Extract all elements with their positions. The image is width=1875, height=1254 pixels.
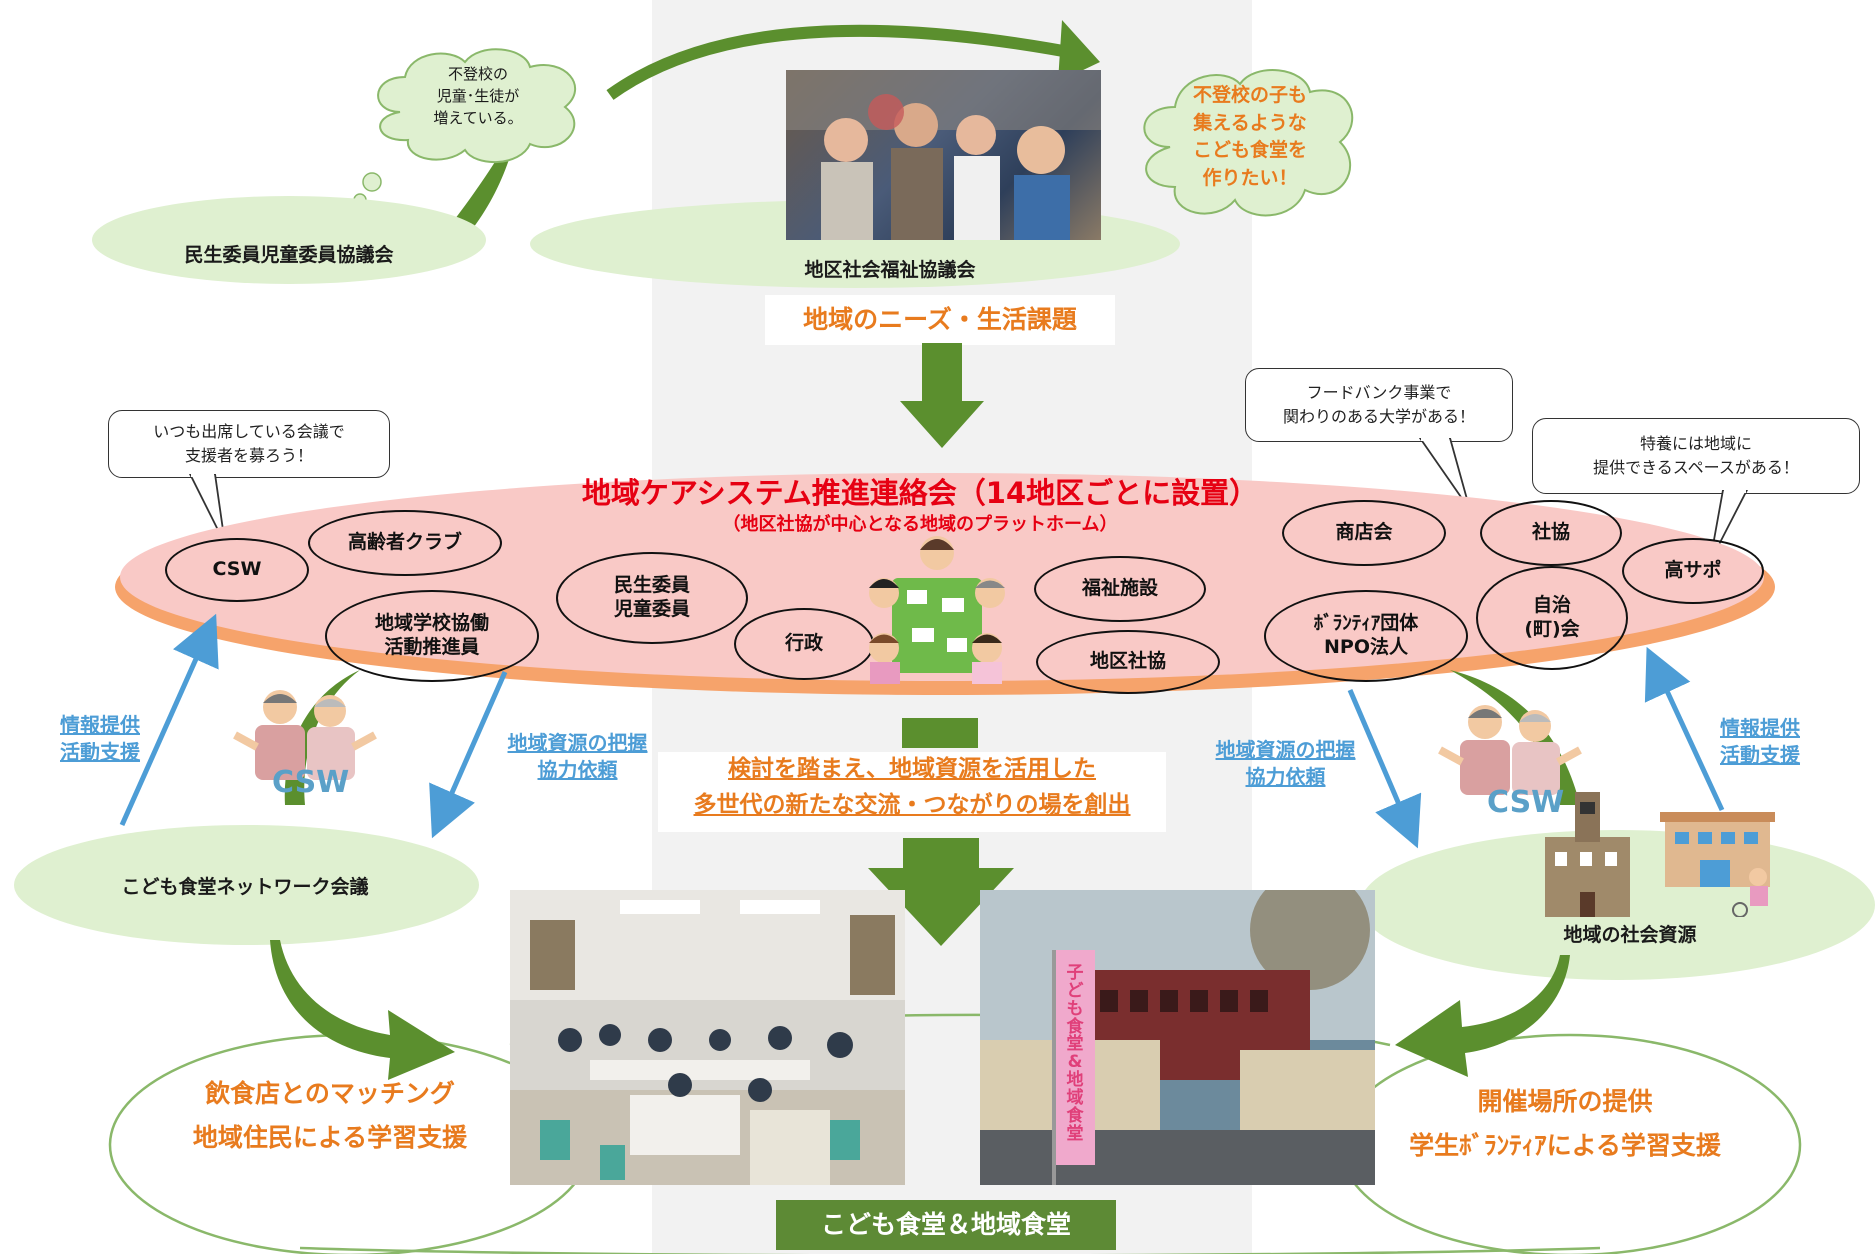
callout-csw: いつも出席している会議で 支援者を募ろう！ — [108, 410, 390, 478]
link-resource-right[interactable]: 地域資源の把握 協力依頼 — [1215, 738, 1356, 789]
bottom-base-outline — [299, 1246, 1601, 1254]
cloud-right-text: 不登校の子も 集えるような こども食堂を 作りたい！ — [1192, 84, 1307, 189]
node-shakyo: 社協 — [1480, 500, 1622, 566]
link-info-support-right[interactable]: 情報提供 活動支援 — [1720, 716, 1800, 767]
node-shotenkai: 商店会 — [1282, 500, 1446, 566]
oval-minsei-council — [92, 196, 486, 284]
node-volunteer-npo: ﾎﾞﾗﾝﾃｨｱ団体 NPO法人 — [1264, 590, 1468, 682]
node-jichikai: 自治 (町)会 — [1476, 566, 1628, 670]
csw-label-left: CSW — [272, 765, 350, 800]
down-arrow-needs — [900, 343, 984, 448]
curved-arrow-top-head — [1058, 20, 1100, 82]
big-arrow-left — [270, 940, 455, 1080]
oval-minsei-council-label: 民生委員児童委員協議会 — [184, 244, 394, 266]
arrow-info-right — [1644, 646, 1725, 812]
meeting-illustration — [869, 536, 1005, 684]
needs-label: 地域のニーズ・生活課題 — [765, 295, 1115, 345]
arrow-info-left — [119, 613, 219, 827]
banner-kodomo-shokudo: こども食堂＆地域食堂 — [776, 1200, 1116, 1250]
callout-special-school: 特養には地域に 提供できるスペースがある！ — [1532, 418, 1860, 494]
photo-volunteers — [786, 70, 1101, 240]
big-arrow-right — [1395, 955, 1570, 1077]
photo-venue-building: 子ども食堂 & 地域食堂 — [980, 890, 1375, 1185]
node-school-coordinator: 地域学校協働 活動推進員 — [325, 590, 539, 682]
platform-title: 地域ケアシステム推進連絡会（14地区ごとに設置） — [581, 476, 1259, 510]
node-minsei-iin: 民生委員 児童委員 — [556, 552, 748, 644]
node-chiku-shakyo: 地区社協 — [1036, 630, 1220, 694]
cloud-right-shape — [1143, 69, 1354, 217]
csw-label-right: CSW — [1487, 785, 1565, 820]
photo-kodomo-shokudo-room — [510, 890, 905, 1185]
swoosh-right — [1450, 670, 1580, 805]
center-arrow-stub — [902, 718, 978, 748]
link-resource-left[interactable]: 地域資源の把握 協力依頼 — [507, 731, 648, 782]
node-elderly-club: 高齢者クラブ — [308, 510, 502, 576]
csw-staff-illustration-right — [1438, 705, 1582, 795]
center-creation-text: 検討を踏まえ、地域資源を活用した 多世代の新たな交流・つながりの場を創出 — [658, 752, 1166, 832]
oval-network-meeting — [14, 825, 479, 945]
platform-subtitle: （地区社協が中心となる地域のプラットホーム） — [722, 514, 1118, 535]
swoosh-left-cloud — [445, 120, 520, 232]
node-fukushi-shisetsu: 福祉施設 — [1034, 556, 1206, 622]
link-info-support-left[interactable]: 情報提供 活動支援 — [60, 713, 140, 764]
flag-banner-text: 子ども食堂 & 地域食堂 — [1066, 963, 1084, 1144]
csw-staff-illustration-left — [233, 690, 377, 780]
arrow-resource-right — [1347, 689, 1422, 849]
bottom-right-activities: 開催場所の提供 学生ﾎﾞﾗﾝﾃｨｱによる学習支援 — [1409, 1087, 1721, 1160]
callout-foodbank: フードバンク事業で 関わりのある大学がある！ — [1245, 368, 1513, 442]
callout-foodbank-tail — [1418, 438, 1471, 511]
callout-csw-tail — [188, 474, 226, 545]
down-arrow-center — [868, 838, 1014, 946]
social-resources-label: 地域の社会資源 — [1563, 924, 1697, 946]
network-meeting-label: こども食堂ネットワーク会議 — [121, 876, 369, 898]
cloud-left-shape — [377, 48, 577, 163]
oval-district-council-label: 地区社会福祉協議会 — [804, 259, 976, 281]
arrow-resource-left — [429, 670, 508, 839]
cloud-left-text: 不登校の 児童･生徒が 増えている。 — [433, 65, 523, 127]
node-kosapo: 高サポ — [1622, 538, 1764, 604]
bottom-left-activities: 飲食店とのマッチング 地域住民による学習支援 — [192, 1079, 468, 1152]
buildings-illustration — [1545, 792, 1775, 917]
node-csw: CSW — [165, 538, 309, 602]
curved-arrow-top — [606, 24, 1087, 100]
